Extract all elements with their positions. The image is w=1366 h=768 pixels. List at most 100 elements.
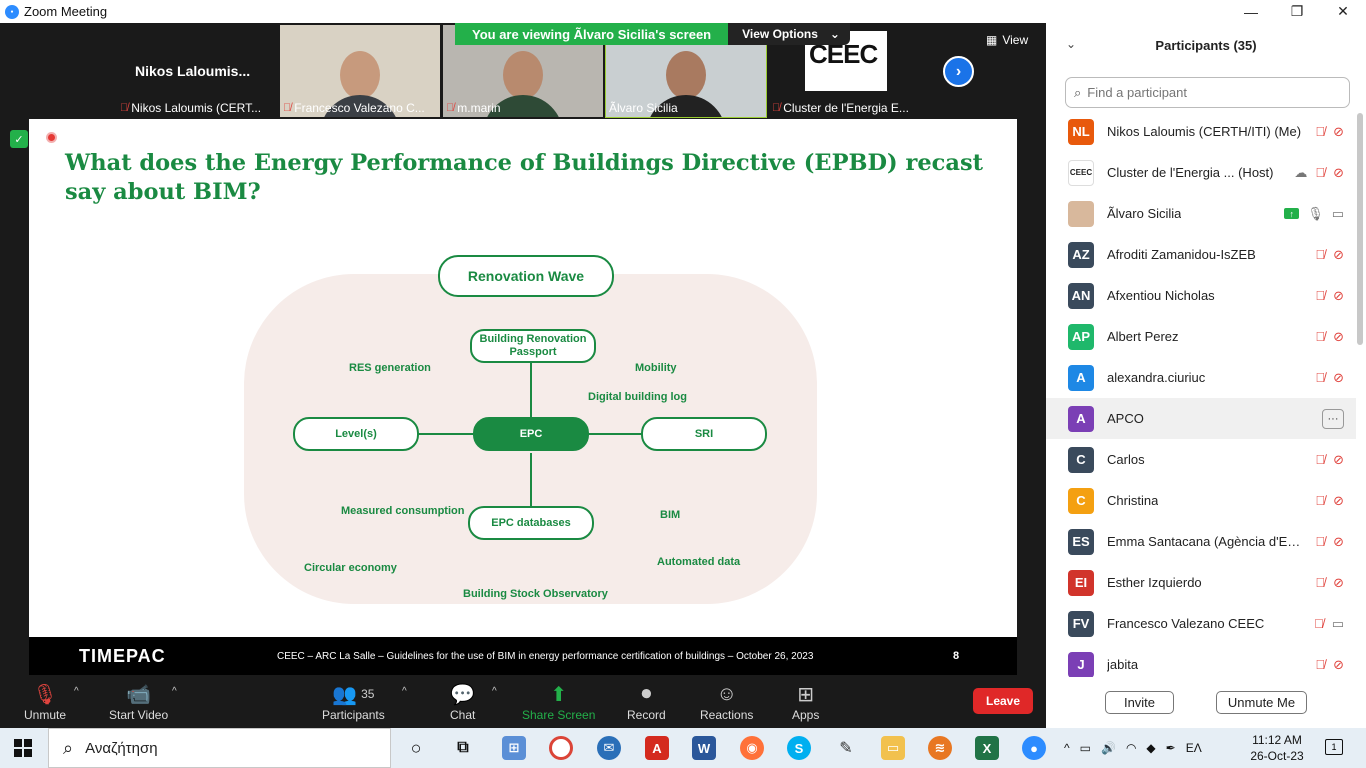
viewing-banner: You are viewing Ãlvaro Sicilia's screen … [455, 23, 850, 45]
taskbar-clock[interactable]: 11:12 AM 26-Oct-23 [1248, 732, 1306, 764]
unmute-me-button[interactable]: Unmute Me [1216, 691, 1307, 714]
participant-search-input[interactable] [1087, 85, 1328, 100]
renovation-wave-pill: Renovation Wave [438, 255, 614, 297]
more-options-button[interactable]: ··· [1322, 408, 1344, 429]
viewing-message: You are viewing Ãlvaro Sicilia's screen [455, 23, 729, 45]
record-button[interactable]: ⏺ Record [627, 680, 666, 723]
excel-icon[interactable]: X [975, 736, 999, 760]
audio-options-caret-icon[interactable]: ^ [74, 686, 79, 697]
mic-muted-icon: 🎙̸ [283, 102, 292, 114]
wifi-icon[interactable]: ◠ [1125, 741, 1137, 755]
shared-screen-slide: What does the Energy Performance of Buil… [29, 119, 1017, 637]
tile-label: Nikos Laloumis (CERT... [131, 101, 262, 115]
tile-name: 🎙̸Francesco Valezano C... [283, 101, 425, 115]
firefox-icon[interactable]: ◉ [740, 736, 764, 760]
skype-icon[interactable]: S [787, 736, 811, 760]
mic-muted-icon: 🎙̸ [772, 102, 781, 114]
taskbar-search[interactable]: ⌕ Αναζήτηση [48, 728, 391, 768]
view-button[interactable]: ▦View [986, 33, 1028, 47]
chrome-icon[interactable] [549, 736, 573, 760]
language-indicator[interactable]: ΕΛ [1185, 741, 1202, 755]
participant-avatar: C [1068, 487, 1094, 514]
participant-avatar: AN [1068, 282, 1094, 309]
participant-name: alexandra.ciuriuc [1107, 370, 1206, 385]
participant-status-icons: 🎙̸⊘ [1315, 370, 1344, 386]
participant-avatar: J [1068, 651, 1094, 677]
mic-muted-icon: 🎙 [32, 683, 58, 706]
minimize-button[interactable]: — [1244, 3, 1258, 20]
video-off-icon: ⊘ [1333, 246, 1344, 262]
task-view-icon[interactable]: ⧉ [457, 739, 469, 756]
participant-status-icons: ☁🎙̸⊘ [1294, 165, 1344, 181]
leave-button[interactable]: Leave [973, 688, 1033, 714]
tile-label: m.marin [457, 101, 501, 115]
feedback-icon[interactable]: ✎ [839, 740, 853, 757]
zoom-taskbar-icon[interactable]: ● [1022, 736, 1046, 760]
video-options-caret-icon[interactable]: ^ [172, 686, 177, 697]
unmute-button[interactable]: 🎙 Unmute [24, 680, 66, 723]
security-shield-icon[interactable]: ✓ [10, 130, 28, 148]
show-hidden-icons-icon[interactable]: ^ [1064, 741, 1070, 755]
mic-muted-icon: 🎙̸ [1315, 288, 1326, 303]
apps-button[interactable]: ⊞ Apps [792, 680, 819, 723]
notifications-icon[interactable]: 1 [1325, 739, 1343, 755]
view-options-button[interactable]: View Options ⌄ [728, 23, 850, 45]
word-icon[interactable]: W [692, 736, 716, 760]
mic-muted-icon: 🎙̸ [1315, 370, 1326, 385]
collapse-panel-icon[interactable]: ⌄ [1066, 37, 1077, 51]
invite-button[interactable]: Invite [1105, 691, 1174, 714]
dropbox-icon[interactable]: ◆ [1146, 741, 1156, 755]
participant-list-scrollbar[interactable] [1356, 111, 1364, 677]
title-bar: ● Zoom Meeting — ❐ ✕ [0, 0, 1366, 23]
app-icon[interactable]: ≋ [928, 736, 952, 760]
acrobat-icon[interactable]: A [645, 736, 669, 760]
video-off-icon: ⊘ [1333, 574, 1344, 590]
network-app-icon[interactable]: ⊞ [502, 736, 526, 760]
participant-avatar: FV [1068, 610, 1094, 637]
cortana-icon[interactable]: ○ [410, 737, 422, 758]
volume-icon[interactable]: 🔊 [1100, 741, 1116, 755]
record-label: Record [627, 708, 666, 722]
chat-button[interactable]: 💬 Chat [450, 680, 475, 723]
participant-search[interactable]: ⌕ [1065, 77, 1350, 108]
battery-icon[interactable]: ▭ [1079, 741, 1091, 755]
chat-caret-icon[interactable]: ^ [492, 686, 497, 697]
start-video-button[interactable]: 📹 Start Video [109, 680, 168, 723]
video-tile[interactable]: Nikos Laloumis... 🎙̸Nikos Laloumis (CERT… [117, 25, 277, 117]
participant-row[interactable]: Ãlvaro Sicilia↑🎙▭ [1046, 193, 1356, 234]
participant-avatar: A [1068, 364, 1094, 391]
participant-status-icons: 🎙̸⊘ [1315, 247, 1344, 263]
participant-avatar: NL [1068, 118, 1094, 145]
file-explorer-icon[interactable]: ▭ [881, 736, 905, 760]
participants-caret-icon[interactable]: ^ [402, 686, 407, 697]
restore-button[interactable]: ❐ [1290, 3, 1304, 19]
window-title: Zoom Meeting [24, 4, 108, 19]
video-tile[interactable]: 🎙̸Francesco Valezano C... [280, 25, 440, 117]
thunderbird-icon[interactable]: ✉ [597, 736, 621, 760]
share-screen-button[interactable]: ⬆ Share Screen [522, 680, 595, 723]
mic-muted-icon: 🎙̸ [1315, 575, 1326, 590]
pen-icon[interactable]: ✒ [1165, 741, 1176, 755]
video-off-icon: ⊘ [1333, 451, 1344, 467]
participant-status-icons: 🎙̸⊘ [1315, 452, 1344, 468]
reactions-button[interactable]: ☺ Reactions [700, 680, 753, 723]
connector-line [589, 433, 643, 435]
participants-button[interactable]: 👥 35 Participants [322, 680, 385, 723]
tile-name: 🎙̸Nikos Laloumis (CERT... [120, 101, 261, 115]
next-page-icon[interactable]: › [943, 56, 974, 87]
close-button[interactable]: ✕ [1337, 3, 1349, 19]
windows-start-icon[interactable] [14, 739, 32, 757]
